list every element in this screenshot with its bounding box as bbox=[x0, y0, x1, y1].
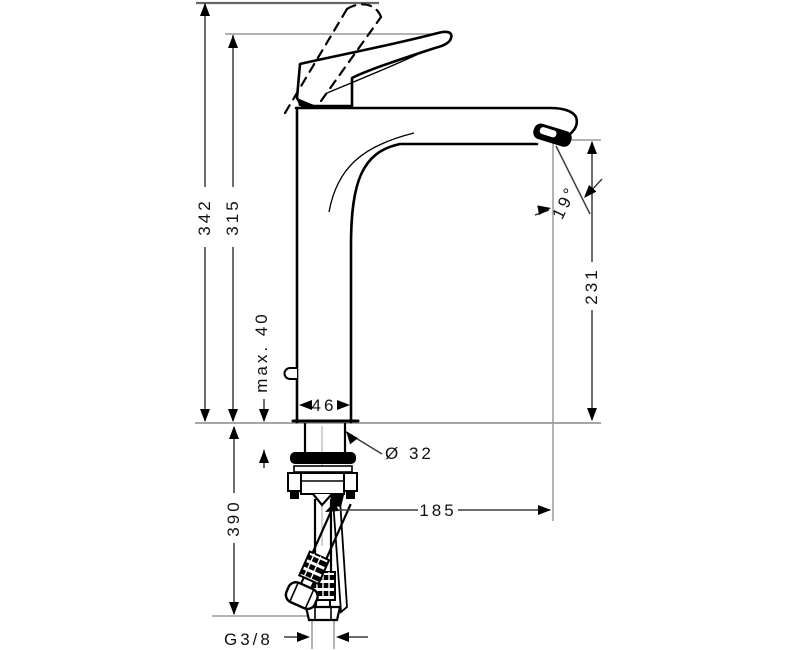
ext-lines-g38 bbox=[311, 619, 335, 649]
dim-315-label: 315 bbox=[223, 198, 242, 235]
dimension-g38: G3/8 bbox=[224, 630, 368, 649]
dim-185-label: 185 bbox=[419, 501, 456, 520]
mounting-hardware bbox=[287, 423, 358, 507]
dim-max40-label: max. 40 bbox=[252, 311, 271, 392]
dim-231-label: 231 bbox=[582, 267, 601, 304]
dimension-46: 46 bbox=[299, 396, 350, 415]
supply-hose-diagonal bbox=[284, 497, 352, 611]
side-pin bbox=[283, 367, 297, 380]
spout-and-tower bbox=[283, 106, 579, 424]
lever-accent-curve bbox=[326, 49, 428, 94]
dimension-diameter-32: Ø 32 bbox=[345, 431, 434, 463]
dim-342-label: 342 bbox=[195, 198, 214, 235]
bracket-notch bbox=[312, 493, 333, 507]
dimension-342: 342 bbox=[195, 3, 214, 422]
spout-bottom-edge bbox=[349, 142, 539, 424]
hose-braid-texture bbox=[300, 553, 328, 583]
lever-hinge-shadow bbox=[297, 98, 314, 106]
bracket-foot-left bbox=[290, 491, 299, 499]
dimension-315: 315 bbox=[223, 35, 242, 422]
body-accent-curve bbox=[328, 132, 415, 213]
hex-nut bbox=[284, 581, 319, 611]
aerator bbox=[533, 123, 572, 147]
dim-g38-label: G3/8 bbox=[224, 630, 273, 649]
bracket-foot-right bbox=[346, 491, 355, 499]
spout-top-edge bbox=[294, 106, 579, 136]
dimension-390: 390 bbox=[224, 426, 243, 615]
dimension-max-40: max. 40 bbox=[252, 311, 271, 468]
faucet-body bbox=[283, 3, 579, 622]
dimension-185: 185 bbox=[325, 501, 551, 520]
handle bbox=[295, 30, 453, 108]
gasket bbox=[290, 452, 356, 464]
dimension-231: 231 bbox=[582, 141, 601, 421]
threaded-shaft bbox=[303, 423, 347, 452]
lever-outline bbox=[295, 30, 453, 108]
dim-46-label: 46 bbox=[312, 396, 337, 415]
dim-32-label: Ø 32 bbox=[385, 444, 434, 463]
dim-390-label: 390 bbox=[224, 499, 243, 536]
handle-raised-dashed bbox=[283, 3, 383, 115]
